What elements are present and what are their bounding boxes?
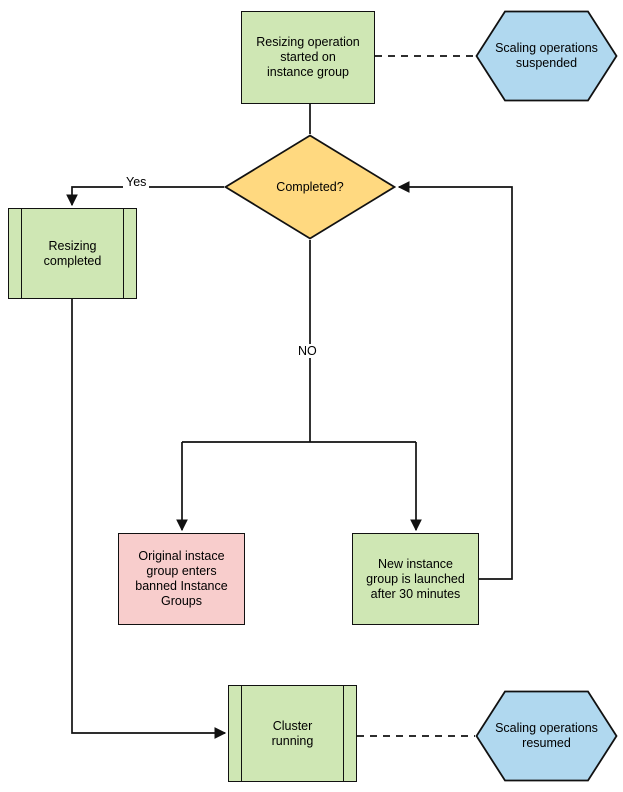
node-resizing-started-label: Resizing operation started on instance g… [256, 35, 360, 79]
node-completed-decision-label: Completed? [276, 179, 344, 194]
diamond-shape-completed [224, 134, 396, 240]
node-resizing-completed-label: Resizing completed [43, 238, 102, 268]
node-cluster-running[interactable]: Cluster running [228, 685, 357, 782]
node-original-group-banned[interactable]: Original instace group enters banned Ins… [118, 533, 245, 625]
node-new-group-launched[interactable]: New instance group is launched after 30 … [352, 533, 479, 625]
edge-label-yes: Yes [123, 175, 150, 189]
hexagon-shape-resumed [475, 690, 618, 782]
node-scaling-resumed[interactable]: Scaling operations resumed [475, 690, 618, 782]
node-scaling-resumed-label: Scaling operations resumed [495, 721, 598, 750]
edge-decision-yes-to-resizing-completed [66, 186, 224, 207]
predef-right-bar [123, 209, 124, 298]
node-scaling-suspended[interactable]: Scaling operations suspended [475, 10, 618, 102]
node-scaling-suspended-label: Scaling operations suspended [495, 41, 598, 70]
predef-right-bar [343, 686, 344, 781]
edge-resizing-completed-to-cluster [71, 299, 227, 739]
node-new-group-launched-label: New instance group is launched after 30 … [366, 556, 465, 601]
hexagon-shape-suspended [475, 10, 618, 102]
edge-new-group-back-to-decision [397, 181, 513, 580]
edge-label-no: NO [295, 344, 320, 358]
node-original-group-banned-label: Original instace group enters banned Ins… [135, 549, 228, 608]
node-completed-decision[interactable]: Completed? [224, 134, 396, 240]
predef-left-bar [241, 686, 242, 781]
node-resizing-completed[interactable]: Resizing completed [8, 208, 137, 299]
node-resizing-started[interactable]: Resizing operation started on instance g… [241, 11, 375, 104]
predef-left-bar [21, 209, 22, 298]
node-cluster-running-label: Cluster running [271, 718, 314, 748]
